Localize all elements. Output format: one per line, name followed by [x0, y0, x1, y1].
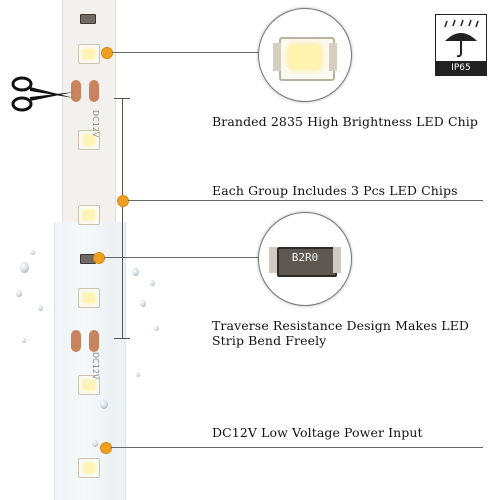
ip-rating-text: IP65: [436, 61, 486, 75]
water-droplet: [20, 262, 29, 273]
water-droplet: [136, 372, 140, 377]
strip-marking: DC12V: [91, 352, 100, 380]
chip-zoom: [258, 8, 352, 102]
callout-dot: [117, 195, 129, 207]
led-chip: [78, 288, 100, 308]
callout-line: [128, 200, 483, 201]
water-droplet: [92, 440, 98, 447]
led-chip: [78, 130, 100, 150]
group-bracket: [122, 98, 123, 338]
water-droplet: [100, 400, 108, 409]
resistor-code: B2R0: [291, 251, 319, 264]
scissors-icon: [11, 76, 74, 112]
copper-pad: [89, 80, 99, 102]
water-droplet: [132, 268, 139, 276]
bracket-cap-top: [114, 98, 130, 99]
water-droplet: [140, 300, 146, 307]
chip-callout-label: Branded 2835 High Brightness LED Chip: [212, 114, 478, 129]
water-droplet: [30, 250, 35, 255]
callout-dot: [101, 47, 113, 59]
callout-line: [111, 447, 483, 448]
resistance-callout-line2: Strip Bend Freely: [212, 333, 327, 348]
resistor-zoom: B2R0: [258, 212, 352, 306]
copper-pad: [71, 330, 81, 352]
water-droplet: [38, 305, 43, 311]
water-droplet: [22, 338, 26, 343]
bracket-cap-bottom: [114, 338, 130, 339]
led-chip: [78, 44, 100, 64]
callout-line: [104, 257, 260, 258]
led-chip: [78, 205, 100, 225]
water-droplet: [16, 290, 22, 297]
water-droplet: [154, 326, 159, 331]
copper-pad: [71, 80, 81, 102]
callout-dot: [100, 442, 112, 454]
resistor: [80, 14, 96, 24]
waterproof-coating: [54, 222, 126, 500]
strip-marking: DC12V: [91, 110, 100, 138]
group-callout-label: Each Group Includes 3 Pcs LED Chips: [212, 183, 458, 198]
umbrella-rain-icon: [444, 19, 479, 58]
callout-line: [112, 52, 260, 53]
resistance-callout-line1: Traverse Resistance Design Makes LED: [212, 318, 470, 333]
power-callout-label: DC12V Low Voltage Power Input: [212, 425, 423, 440]
callout-dot: [93, 252, 105, 264]
ip-rating-badge: IP65: [435, 14, 487, 76]
led-chip: [78, 458, 100, 478]
water-droplet: [150, 280, 155, 286]
led-chip: [78, 375, 100, 395]
copper-pad: [89, 330, 99, 352]
